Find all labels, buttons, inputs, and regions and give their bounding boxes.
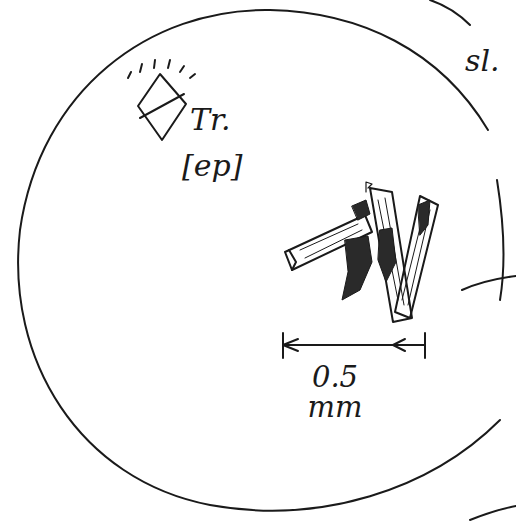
crystal [342,200,430,300]
scale-label: 0.5 mm [296,362,374,423]
scale-bar [283,333,425,358]
field-edge [462,276,516,290]
symbol-label: Tr. [190,104,231,136]
mineral-label: [ep] [182,150,242,182]
field-edge [497,180,503,300]
symbol-rays [128,60,195,78]
polarizer-symbol [140,94,184,118]
cut-note: sl. [465,45,500,77]
page-edge [470,506,516,520]
page-edge [430,0,470,25]
field-of-view [18,10,500,511]
polarizer-symbol [138,74,186,140]
crystal [395,196,438,318]
crystal-tag [366,182,372,192]
crystal [370,188,412,322]
